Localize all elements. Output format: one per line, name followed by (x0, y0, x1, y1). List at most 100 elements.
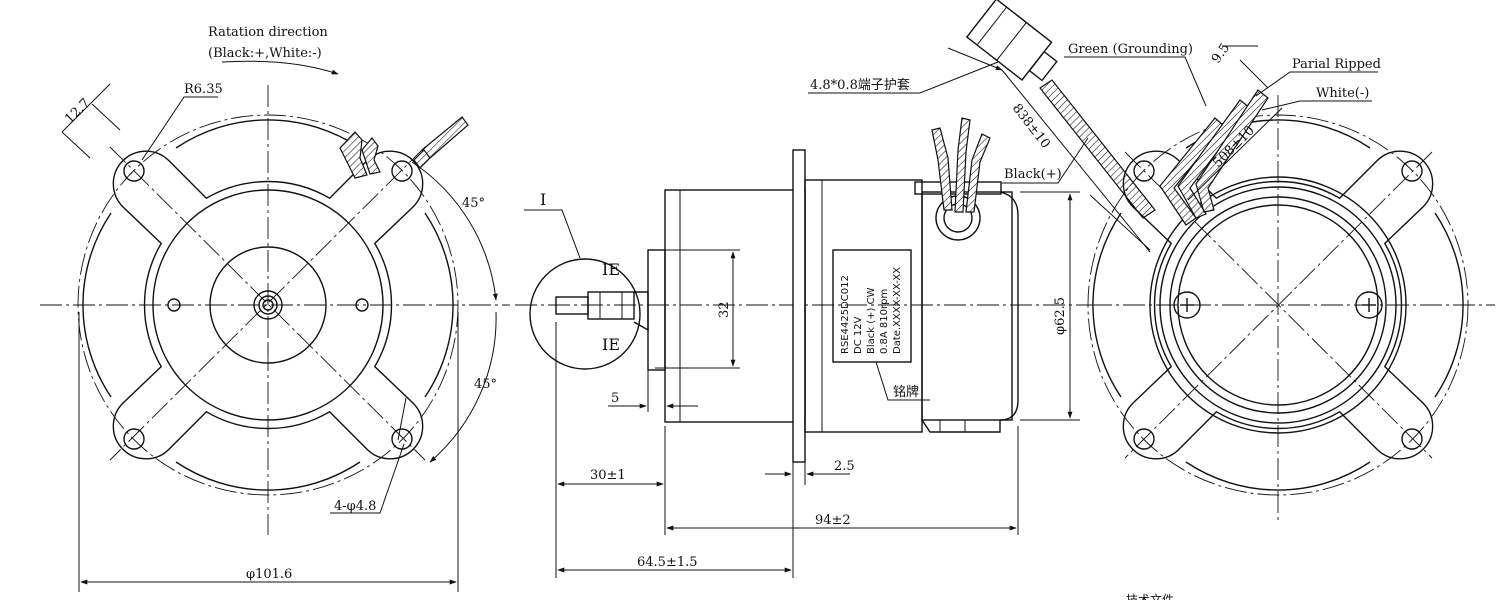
rear-hole-bottom-right (1401, 428, 1423, 450)
connector-rib-2 (996, 22, 1027, 61)
motor-front-can (664, 189, 806, 423)
terminal-cover-leader (808, 61, 999, 94)
front-view: Ratation direction (Black:+,White:-) R6.… (40, 25, 510, 592)
nameplate-leader (875, 361, 930, 401)
detail-shaft-tip (555, 296, 589, 315)
rear-outer-arc-bottom (1185, 461, 1371, 491)
connector-rib-1 (976, 6, 1008, 46)
body-length-label: 94±2 (815, 513, 851, 528)
nameplate-line2: DC 12V (853, 316, 864, 354)
rear-hole-bottom-left (1133, 428, 1155, 450)
long-lead-wire (1039, 79, 1156, 219)
front-lead-root (413, 149, 431, 169)
rear-diagonal-b (1124, 151, 1433, 459)
angle-upper-label: 45° (462, 196, 485, 211)
edge-width-label: 12.7 (62, 96, 93, 127)
partial-ripped-label: Parial Ripped (1292, 57, 1381, 72)
white-lead-label: White(-) (1316, 86, 1369, 101)
front-boss-ring (209, 246, 327, 364)
flat-lower-label: IE (602, 335, 620, 354)
rotation-title: Ratation direction (208, 25, 328, 40)
mounting-hole-top-right (391, 160, 413, 182)
shaft-extension-label: 30±1 (590, 468, 626, 483)
terminal-connector (965, 0, 1058, 82)
front-bearing-housing (647, 249, 666, 371)
grounding-leader (1064, 56, 1207, 107)
strip-dim-ext (1239, 59, 1269, 89)
grounding-label: Green (Grounding) (1068, 42, 1193, 57)
front-diagonal-centerline-b (109, 146, 426, 461)
connector-housing (965, 0, 1053, 82)
detail-shaft-shoulder (633, 291, 649, 332)
rear-bottom-bracket (921, 419, 1001, 433)
angle-arc-lower (429, 311, 497, 463)
rear-body-outer (1149, 176, 1407, 434)
black-lead-leader (1002, 137, 1089, 184)
front-lead-stub-left (339, 131, 368, 179)
connector-nose (1028, 50, 1058, 82)
flange-outline (112, 150, 424, 460)
shaft-length-label: 32 (717, 301, 732, 318)
front-motor-body-ring (152, 189, 384, 421)
detail-shaft-body (587, 291, 635, 320)
shaft-core-circle (262, 299, 274, 311)
holes-label: 4-φ4.8 (334, 499, 376, 514)
total-length-label: 64.5±1.5 (637, 555, 698, 570)
white-lead-leader (1261, 100, 1372, 111)
rear-cap (999, 191, 1019, 421)
screw-hole-right (355, 298, 369, 312)
rotation-arrow (221, 60, 339, 75)
terminal-cover-label: 4.8*0.8端子护套 (810, 77, 910, 93)
bolt-circle (77, 114, 459, 496)
rear-hole-top-right (1401, 160, 1423, 182)
edge-width-ext-2 (91, 103, 121, 131)
front-lead-stub-right (421, 116, 469, 159)
shaft-inner-circle (258, 295, 278, 315)
rear-lead-ext-1 (1089, 194, 1151, 251)
flange-outer-arc-left (82, 212, 112, 398)
black-lead-label: Black(+) (1004, 167, 1062, 182)
flange-thickness-label: 2.5 (834, 459, 855, 474)
rear-outer-arc-left (1092, 212, 1122, 398)
detail-marker: I (540, 190, 546, 209)
motor-rear-can (921, 191, 1013, 421)
rear-short-lead-dim (1187, 107, 1283, 201)
long-lead-dim-line (1001, 69, 1151, 253)
edge-width-dim-line (61, 83, 111, 133)
mounting-hole-top-left (123, 160, 145, 182)
rear-outer-arc-right (1434, 212, 1464, 398)
nameplate-line4: 0.8A 810rpm (879, 289, 890, 354)
rear-flange-outline (1122, 150, 1434, 460)
side-lead-2 (954, 117, 971, 213)
flange-outer-arc-bottom (175, 461, 361, 491)
rear-body-inner (1169, 196, 1387, 414)
diameter-label: φ101.6 (246, 567, 292, 582)
flat-upper-label: IE (602, 260, 620, 279)
rear-lead-white (1195, 89, 1269, 213)
long-lead-dim-start (947, 47, 1003, 71)
angle-lower-label: 45° (474, 377, 497, 392)
flange-outer-arc-right (424, 212, 454, 398)
rotation-subtitle: (Black:+,White:-) (208, 46, 322, 61)
nameplate-line5: Date.XXXX-XX-XX (892, 267, 903, 354)
body-diameter-label: φ62.5 (1053, 297, 1068, 335)
detail-circle (529, 258, 641, 370)
nameplate-line1: RSE4425DC012 (840, 275, 851, 354)
footer-text: 技术文件 (1126, 592, 1174, 600)
flange-outer-arc-top (175, 119, 361, 149)
side-view: I IE IE RSE4425DC012 (515, 0, 1156, 578)
rear-screw-left (1173, 291, 1201, 319)
nameplate (832, 249, 912, 363)
front-lead-stub-mid (361, 137, 381, 175)
holes-leader-ext (397, 397, 407, 441)
rear-hole-top-left (1133, 160, 1155, 182)
mounting-hole-bottom-right (391, 428, 413, 450)
side-lead-3 (965, 133, 991, 213)
edge-width-ext-1 (61, 131, 91, 159)
nameplate-text: RSE4425DC012 DC 12V Black (+) CW 0.8A 81… (840, 267, 903, 354)
mounting-flange-plate (792, 149, 806, 463)
radius-label: R6.35 (184, 82, 223, 97)
front-diagonal-centerline-a (109, 146, 426, 461)
partial-ripped-leader (1255, 71, 1378, 97)
